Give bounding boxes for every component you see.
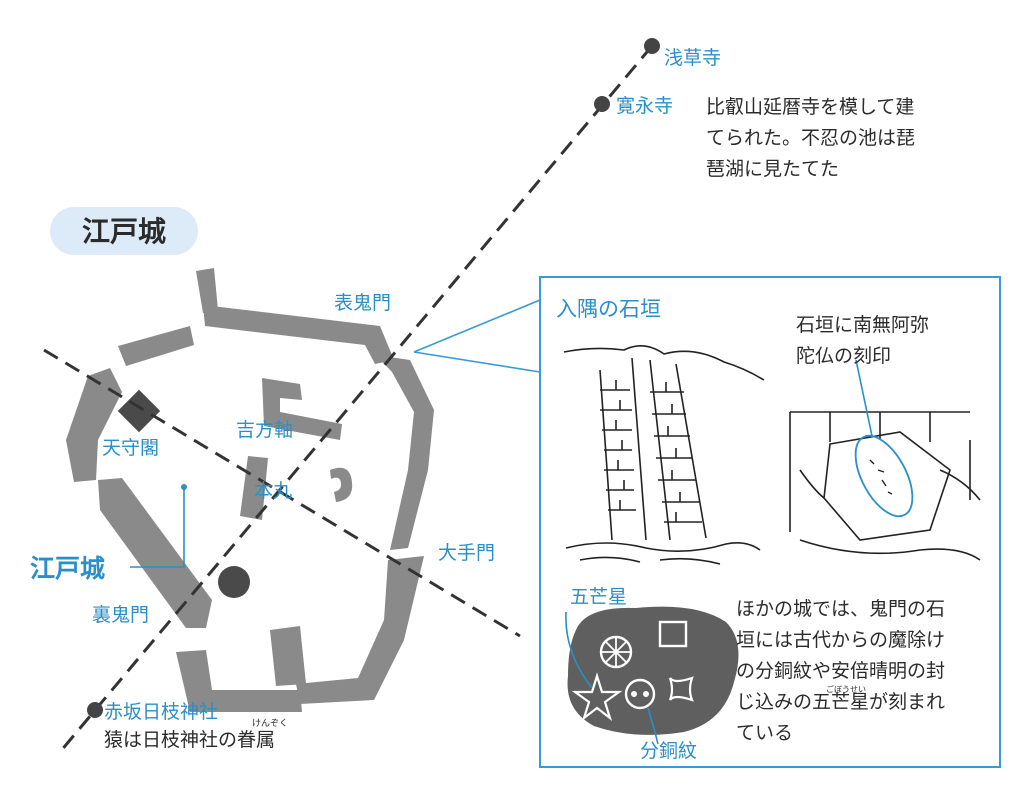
carving-leader-line (855, 359, 873, 437)
inscription-highlight (854, 434, 914, 518)
akasaka-note: 猿は日枝神社の眷属 (104, 729, 275, 751)
wall-segment (66, 368, 122, 482)
stone-body (567, 606, 739, 735)
sketch-line (799, 469, 981, 561)
panel-pointer (413, 351, 541, 373)
square-mark-icon (658, 620, 688, 648)
panel-pointer (413, 298, 541, 353)
kimon-axis-line (58, 45, 654, 753)
label-akasaka: 赤坂日枝神社 (104, 701, 218, 723)
sketch-line (565, 542, 761, 552)
sketch-line (599, 357, 707, 541)
wall-segment (270, 626, 306, 686)
label-edojo: 江戸城 (30, 554, 105, 583)
wall-segment (296, 556, 424, 704)
description-line: じ込みの五芒星が刻まれ (736, 691, 945, 713)
fundo-crest-dot (643, 691, 649, 697)
fundomon-leader-line (647, 707, 659, 745)
label-fundomon: 分銅紋 (640, 740, 697, 762)
label-gobosei: 五芒星 (570, 586, 627, 608)
label-asakusa: 浅草寺 (664, 47, 721, 69)
wall-segment (118, 326, 194, 366)
pond-marker (218, 566, 250, 598)
wall-segment (330, 467, 353, 502)
title-badge-pill (50, 207, 198, 255)
label-otemon: 大手門 (438, 542, 495, 564)
label-tenshukaku: 天守閣 (102, 437, 159, 459)
stone-wall-corner-sketch (563, 345, 765, 565)
kichiho-axis-line (43, 348, 521, 638)
description-line: の分銅紋や安倍晴明の封 (736, 660, 945, 682)
gobosei-leader-line (565, 611, 593, 689)
description-line: 垣には古代からの魔除け (736, 629, 945, 651)
wall-segment (376, 355, 434, 550)
kanei-note-line: 比叡山延暦寺を模して建 (706, 96, 914, 118)
gobosei-ruby: ごぼうせい (826, 684, 866, 694)
sketch-line (789, 411, 971, 532)
carving-caption-line: 石垣に南無阿弥 (796, 314, 929, 336)
asakusa-dot (644, 38, 660, 54)
title-badge-text: 江戸城 (82, 215, 166, 248)
carved-stone-sketch (789, 359, 981, 561)
carving-caption-line: 陀仏の刻印 (796, 345, 891, 367)
castle-walls (66, 268, 434, 712)
description-line: ている (736, 722, 793, 744)
label-omote-kimon: 表鬼門 (334, 292, 391, 314)
detail-panel: 入隅の石垣 石垣に南無阿弥 陀仏の刻印 (413, 276, 1001, 768)
title-badge: 江戸城 (50, 207, 198, 255)
wall-segment (203, 305, 394, 364)
inscription-marks (869, 459, 893, 495)
kanei-dot (594, 96, 610, 112)
edojo-leader-line (130, 487, 185, 568)
akasaka-ruby: けんぞく (252, 718, 288, 729)
wall-segment (196, 268, 218, 313)
label-kichihojiku: 吉方軸 (236, 419, 293, 441)
sketch-line (579, 556, 721, 565)
label-kanei: 寛永寺 (616, 95, 673, 117)
scroll-mark-icon (668, 676, 694, 702)
wall-segment (262, 378, 342, 440)
wall-segment (98, 478, 212, 628)
panel-description: ほかの城では、鬼門の石 垣には古代からの魔除け の分銅紋や安倍晴明の封 ごぼうせ… (736, 598, 945, 744)
kanei-note: 比叡山延暦寺を模して建 てられた。不忍の池は琵 琶湖に見たてた (706, 96, 915, 180)
kanei-note-line: 琶湖に見たてた (706, 158, 839, 180)
fundo-crest-dot (631, 691, 637, 697)
sketch-line (563, 345, 765, 381)
panel-title: 入隅の石垣 (556, 297, 661, 321)
description-line: ほかの城では、鬼門の石 (736, 598, 945, 620)
akasaka-dot (87, 702, 103, 718)
sketch-bricks (600, 380, 702, 523)
wheel-crest-spokes (601, 637, 631, 667)
label-honmaru: 本丸 (254, 480, 292, 502)
pentagram-icon (571, 672, 623, 721)
wall-segment (176, 650, 302, 712)
label-ura-kimon: 裏鬼門 (92, 604, 149, 626)
kanei-note-line: てられた。不忍の池は琵 (706, 127, 915, 149)
tenshukaku-marker (117, 389, 161, 433)
gobosei-stone (565, 606, 739, 745)
fundo-crest-icon (624, 678, 656, 710)
